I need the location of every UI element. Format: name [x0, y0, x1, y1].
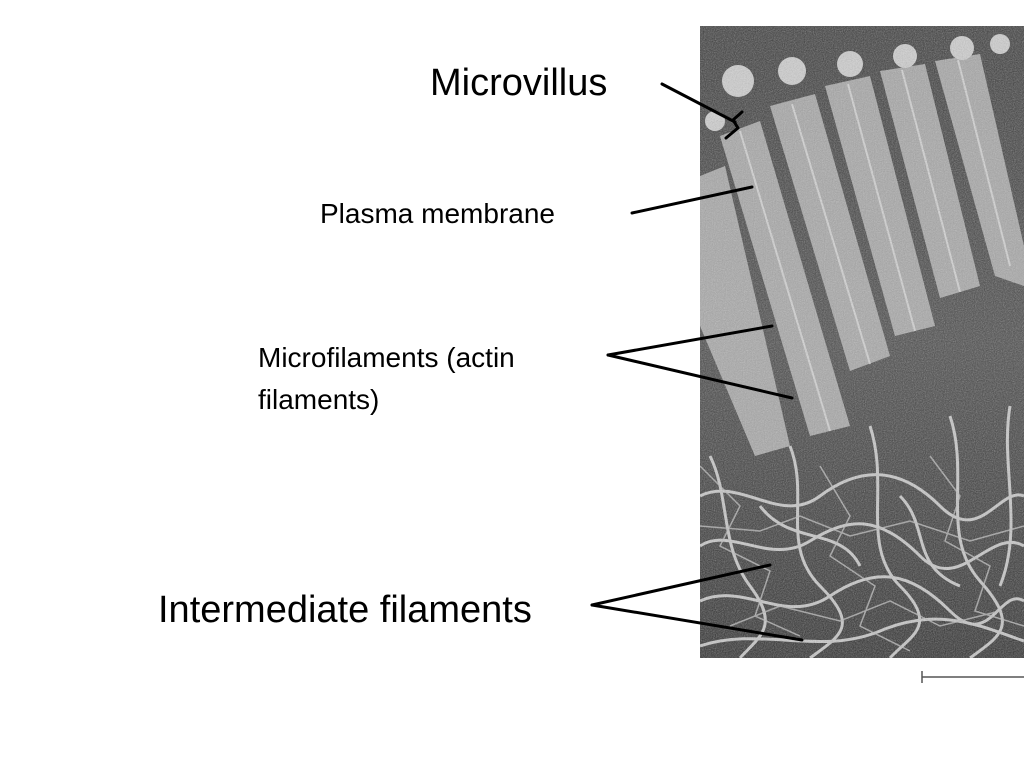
label-microvillus: Microvillus: [430, 62, 608, 104]
label-intermediate-filaments: Intermediate filaments: [158, 589, 532, 631]
label-plasma-membrane: Plasma membrane: [320, 198, 555, 229]
scale-bar: [921, 671, 1024, 683]
micrograph-grain: [700, 26, 1024, 658]
micrograph-svg: [700, 26, 1024, 658]
label-microfilaments: Microfilaments (actin filaments): [258, 342, 515, 415]
electron-micrograph: [700, 26, 1024, 658]
